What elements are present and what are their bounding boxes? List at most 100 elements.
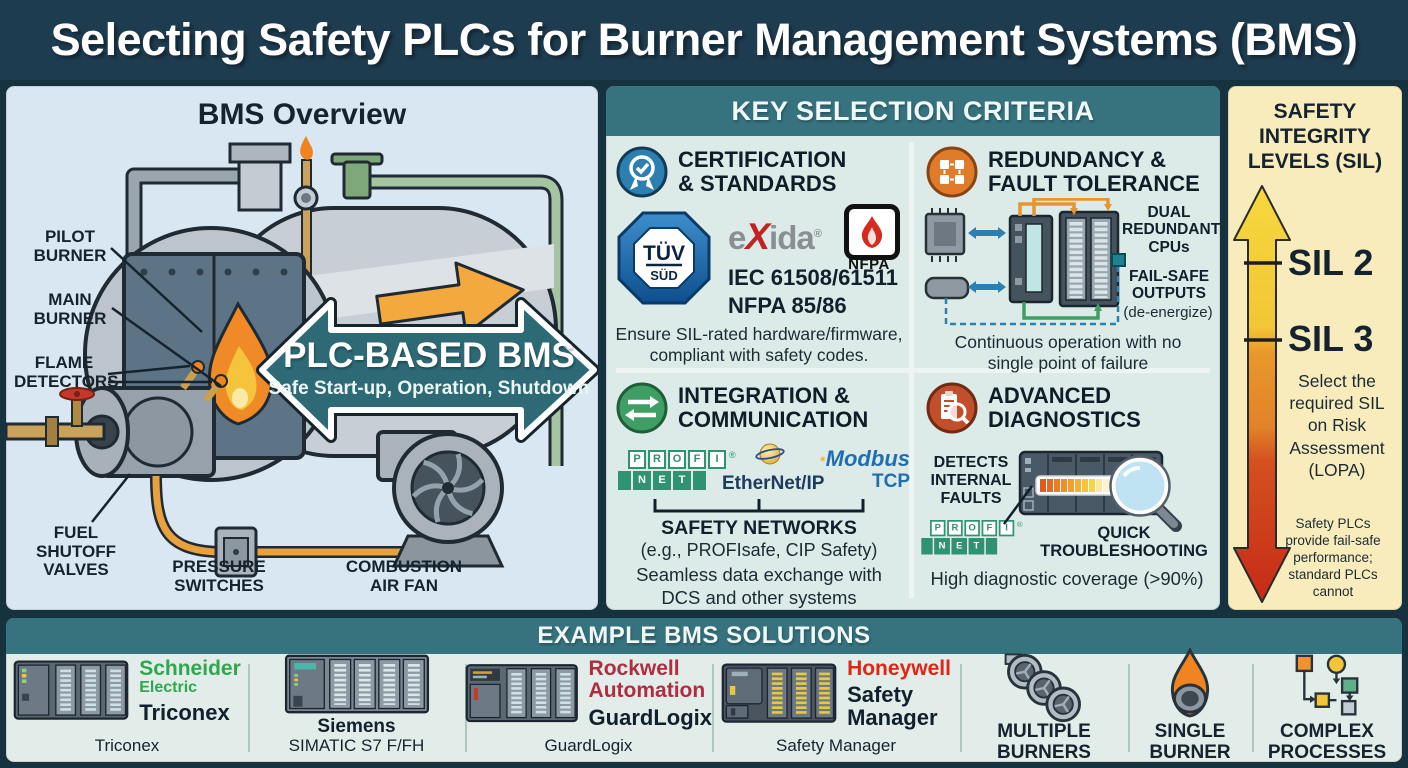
label-main-burner: MAIN BURNER [33,290,107,328]
safety-networks-title: SAFETY NETWORKS [661,517,857,539]
sil-note-failsafe: Safety PLCs provide fail-safe performanc… [1285,516,1381,599]
certification-body: Ensure SIL-rated hardware/firmware, comp… [615,324,903,366]
divider [248,664,250,752]
integration-icon [616,382,668,434]
failsafe-connector [1111,253,1126,267]
safety-networks-examples: (e.g., PROFIsafe, CIP Safety) [640,540,878,560]
integration-heading: INTEGRATION & COMMUNICATION [678,383,869,432]
solution-triconex: Schneider Electric Triconex Triconex [6,654,248,762]
flame-detector-2 [203,381,222,403]
divider [1252,664,1254,752]
triconex-brand-block: Schneider Electric Triconex [139,657,241,725]
guardlogix-brand-block: Rockwell Automation GuardLogix [588,657,712,731]
label-combustion-air-fan: COMBUSTION AIR FAN [345,557,463,595]
honeywell-logo: Honeywell [847,657,951,680]
memory-module [924,276,970,300]
label-pressure-switches: PRESSURE SWITCHES [172,557,266,595]
fuel-valve-stem [71,397,83,427]
integration-body: Seamless data exchange with DCS and othe… [636,564,882,608]
complex-processes-icon [1295,654,1359,716]
label-flame-detectors: FLAME DETECTORS [14,353,119,391]
diagnostics-rack [1018,450,1182,532]
multiple-burners-icon [1004,653,1081,723]
label-pilot-burner: PILOT BURNER [33,227,107,265]
triconex-caption: Triconex [94,736,160,755]
deenergize-label: (de-energize) [1123,304,1213,321]
single-burner-label: SINGLE BURNER [1149,721,1231,763]
tuv-logo: TÜV SÜD [617,211,711,305]
flow-arrow [375,261,525,336]
solution-guardlogix: Rockwell Automation GuardLogix GuardLogi… [465,654,712,762]
gas-valve-body [342,160,372,200]
main-flame [207,300,274,426]
nfpa-logo-text: NFPA [848,256,890,273]
flame-detector-1 [180,367,199,391]
multiple-burners-label: MULTIPLE BURNERS [997,721,1091,763]
boiler-illustration [6,136,598,578]
redundancy-icon [926,146,978,198]
solution-multiple-burners: MULTIPLE BURNERS [960,653,1128,763]
solutions-panel: EXAMPLE BMS SOLUTIONS Schneider Electric [6,618,1402,763]
divider [1128,664,1130,752]
plc-bms-arrow [256,297,598,443]
diagnostics-icon [926,382,978,434]
plc-bms-arrow-subtitle: Safe Start-up, Operation, Shutdown [268,378,590,399]
sil2-label: SIL 2 [1288,242,1374,283]
exida-logo: eXida® [728,216,822,257]
criteria-header-bar: KEY SELECTION CRITERIA [606,86,1220,136]
triconex-plc-image [13,660,129,720]
honeywell-caption: Safety Manager [775,736,896,755]
label-fuel-shutoff-valves: FUEL SHUTOFF VALVES [36,523,116,580]
solution-single-burner: SINGLE BURNER [1128,648,1252,763]
sil-panel: SAFETY INTEGRITY LEVELS (SIL) SIL 2 SIL … [1228,86,1402,610]
divider-horizontal [616,368,1210,373]
criteria-title: KEY SELECTION CRITERIA [731,95,1095,126]
page-title: Selecting Safety PLCs for Burner Managem… [50,14,1358,65]
detects-faults-label: DETECTS INTERNAL FAULTS [930,454,1012,507]
plc-bms-arrow-title: PLC-BASED BMS [283,336,575,375]
certification-heading: CERTIFICATION & STANDARDS [678,147,847,196]
divider [960,664,962,752]
siemens-caption: SIMATIC S7 F/FH [288,736,425,755]
leader-lines [91,247,222,523]
chimney [237,160,283,212]
pilot-flame [300,136,313,160]
sil-gradient-arrow [1233,185,1291,603]
sil-title: SAFETY INTEGRITY LEVELS (SIL) [1247,100,1383,173]
diagnostics-body: High diagnostic coverage (>90%) [930,568,1204,589]
single-burner-icon [1170,648,1210,718]
criteria-panel: KEY SELECTION CRITERIA CERTIFICATION & S… [606,86,1220,610]
chimney-cap [228,142,292,164]
overview-title: BMS Overview [197,98,407,131]
modbus-logo: Modbus TCP [820,446,910,493]
bracket [653,499,865,513]
standards-text: IEC 61508/61511 NFPA 85/86 [728,265,899,318]
dual-redundant-label: DUAL REDUNDANT CPUs [1122,204,1221,256]
complex-processes-label: COMPLEX PROCESSES [1267,721,1387,763]
combustion-fan [376,430,505,568]
solution-complex-processes: COMPLEX PROCESSES [1252,654,1402,763]
diagnostics-heading: ADVANCED DIAGNOSTICS [988,383,1141,432]
rockwell-logo: Rockwell [588,657,680,680]
sil3-label: SIL 3 [1288,318,1374,359]
solution-siemens: Siemens SIMATIC S7 F/FH [248,654,465,762]
quick-troubleshooting-label: QUICK TROUBLESHOOTING [1040,524,1208,561]
diag-leader-line [1002,485,1034,525]
honeywell-plc-image [721,663,837,723]
solution-safety-manager: Honeywell Safety Manager Safety Manager [712,654,960,762]
siemens-plc-image [284,654,429,714]
siemens-logo: Siemens [317,716,396,737]
guardlogix-plc-image [465,663,578,722]
schneider-logo: Schneider [139,657,241,680]
solutions-title: EXAMPLE BMS SOLUTIONS [537,622,871,649]
divider [712,664,714,752]
honeywell-brand-block: Honeywell Safety Manager [847,657,951,731]
ethernet-ip-logo: EtherNet/IP [722,442,824,495]
page-header: Selecting Safety PLCs for Burner Managem… [0,0,1408,80]
redundancy-heading: REDUNDANCY & FAULT TOLERANCE [988,147,1200,196]
svg-text:SÜD: SÜD [650,268,677,283]
nfpa-logo [844,204,900,260]
svg-text:TÜV: TÜV [643,242,685,265]
